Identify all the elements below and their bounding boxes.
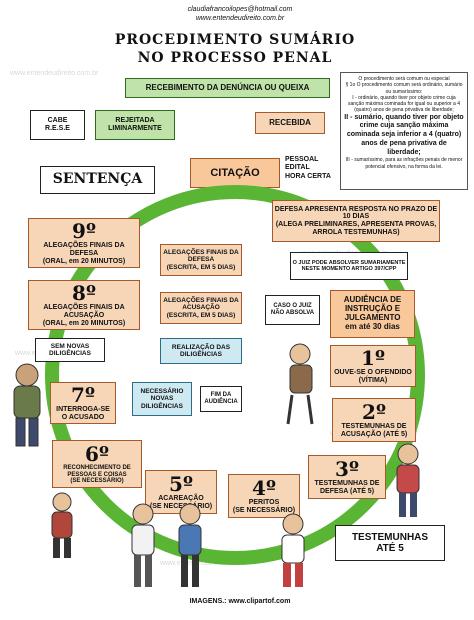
box-rejeitada: REJEITADA LIMINARMENTE [95,110,175,140]
note-4: II - sumário, quando tiver por objeto cr… [344,113,464,156]
step-2-label: TESTEMUNHAS DE ACUSAÇÃO (ATÉ 5) [340,423,408,438]
victim-figure [286,343,314,425]
step-5-number: 5º [169,472,193,497]
box-sentenca: SENTENÇA [40,166,155,194]
step-6-number: 6º [85,442,109,467]
step-6: 6º RECONHECIMENTO DE PESSOAS E COISAS (S… [52,440,142,488]
box-sem-novas: SEM NOVAS DILIGÊNCIAS [35,338,105,362]
step-2: 2º TESTEMUNHAS DE ACUSAÇÃO (ATÉ 5) [332,398,416,442]
box-recebida: RECEBIDA [255,112,325,134]
step-9: 9º ALEGAÇÕES FINAIS DA DEFESA (ORAL, em … [28,218,140,268]
tied-person-figure [51,492,73,558]
step-4-number: 4º [252,476,276,501]
step-7-number: 7º [71,383,95,408]
title-line1: Procedimento sumário [114,32,356,48]
footer-credits: IMAGENS.: www.clipartof.com [189,598,291,605]
legal-notes: O procedimento será comum ou especial § … [340,72,468,190]
step-3-label: TESTEMUNHAS DE DEFESA (ATÉ 5) [314,480,380,495]
citacao-tipos: PESSOAL EDITAL HORA CERTA [285,156,331,180]
step-3-number: 3º [335,457,359,482]
step-7: 7º INTERROGA-SE O ACUSADO [50,382,116,424]
box-testemunhas: TESTEMUNHAS ATÉ 5 [335,525,445,561]
box-recebimento: RECEBIMENTO DA DENÚNCIA OU QUEIXA [125,78,330,98]
expert-figure [281,513,305,587]
step-4-label: PERITOS (SE NECESSÁRIO) [232,499,296,514]
box-audiencia: AUDIÊNCIA DE INSTRUÇÃO E JULGAMENTO em a… [330,290,415,338]
box-fim: FIM DA AUDIÊNCIA [200,386,242,412]
box-juiz-absolver: O JUIZ PODE ABSOLVER SUMARIAMENTE NESTE … [290,252,408,280]
note-3: I - ordinário, quando tiver por objeto c… [347,94,460,114]
box-realizacao: REALIZAÇÃO DAS DILIGÊNCIAS [160,338,242,364]
confrontation-figures [131,503,202,587]
step-7-label: INTERROGA-SE O ACUSADO [56,406,110,421]
accused-person-figure [13,363,41,447]
note-5: III - sumaríssimo, para as infrações pen… [345,157,463,170]
note-2: § 1o O procedimento comum será ordinário… [345,82,463,95]
watermark: www.entendeudireito.com.br [10,70,99,77]
step-9-number: 9º [72,219,96,244]
step-3: 3º TESTEMUNHAS DE DEFESA (ATÉ 5) [308,455,386,499]
box-alegacoes-acusacao-escrita: ALEGAÇÕES FINAIS DA ACUSAÇÃO (ESCRITA, E… [160,292,242,324]
box-cabe-rese: CABE R.E.S.E [30,110,85,140]
watermark: www.entendeudireito.com.br [160,560,249,567]
step-1-number: 1º [361,346,385,371]
box-defesa: DEFESA APRESENTA RESPOSTA NO PRAZO DE 10… [272,200,440,242]
box-citacao: CITAÇÃO [190,158,280,188]
step-1-label: OUVE-SE O OFENDIDO (VÍTIMA) [334,369,412,384]
step-5: 5º ACAREAÇÃO (SE NECESSÁRIO) [145,470,217,514]
header-email: claudiafrancoilopes@hotmail.com [187,6,293,13]
step-8-label: ALEGAÇÕES FINAIS DA ACUSAÇÃO (ORAL, em 2… [42,304,126,327]
witness-figure [396,443,420,517]
step-4: 4º PERITOS (SE NECESSÁRIO) [228,474,300,518]
step-6-label: RECONHECIMENTO DE PESSOAS E COISAS (SE N… [63,465,131,485]
step-9-label: ALEGAÇÕES FINAIS DA DEFESA (ORAL, em 20 … [42,242,126,265]
step-8-number: 8º [72,281,96,306]
note-1: O procedimento será comum ou especial [358,76,450,82]
step-1: 1º OUVE-SE O OFENDIDO (VÍTIMA) [330,345,416,387]
box-necessario: NECESSÁRIO NOVAS DILIGÊNCIAS [132,382,192,416]
header-site: www.entendeudireito.com.br [195,15,285,22]
title-line2: no processo penal [137,50,333,66]
step-8: 8º ALEGAÇÕES FINAIS DA ACUSAÇÃO (ORAL, e… [28,280,140,330]
step-2-number: 2º [362,400,386,425]
box-alegacoes-defesa-escrita: ALEGAÇÕES FINAIS DA DEFESA (ESCRITA, EM … [160,244,242,276]
box-caso-juiz: CASO O JUIZ NÃO ABSOLVA [265,295,320,325]
